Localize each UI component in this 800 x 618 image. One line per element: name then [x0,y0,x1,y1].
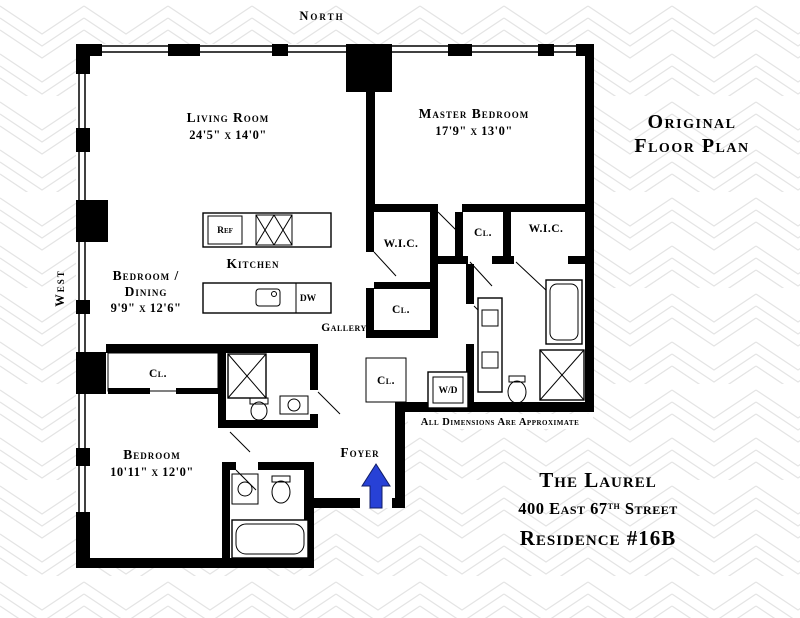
ref-label: Ref [217,226,233,236]
plan-interior [76,44,594,568]
master-bedroom-dims: 17'9" x 13'0" [435,124,513,138]
cl-gallery-label: Cl. [392,304,410,316]
toilet1-tank [249,397,269,405]
closet-boxes [107,352,469,409]
bathroom1-fixtures [227,353,309,421]
footnote-backing [408,414,593,429]
kitchen-sink [255,288,281,307]
sink1-counter [279,395,309,415]
bathroom2-fixtures [231,473,309,559]
kitchen-lower-counter [202,282,332,314]
bathtub2 [231,519,309,559]
wic-gallery-label: W.I.C. [384,238,419,250]
door-swing-lines [229,211,549,491]
kitchen-fixtures [202,212,332,314]
wic-master-label: W.I.C. [529,223,564,235]
cl-foyer-label: Cl. [377,375,395,387]
master-bath-fixtures [477,279,585,404]
bedroom-name: Bedroom [123,447,181,462]
master-bedroom-name: Master Bedroom [419,106,530,121]
labels-layer: North West Living Room 24'5" x 14'0" Mas… [53,9,749,550]
entry-arrow [361,463,391,509]
building-address: 400 East 67th Street [518,499,677,518]
bathtub2-inner [235,523,305,555]
toilet2-tank [271,475,291,483]
toilet1-bowl [250,401,268,421]
residence-number: Residence #16B [520,526,677,550]
bedroom-dims: 10'11" x 12'0" [110,465,194,479]
master-toilet-bowl [507,380,527,404]
kitchen-upper-counter [202,212,332,248]
sink1-basin [287,398,301,412]
walls-layer [76,44,594,568]
building-name: The Laurel [539,468,656,492]
master-tub [545,279,583,345]
cl-master-label: Cl. [474,227,492,239]
west-label: West [53,269,67,307]
washer-dryer-inner [432,376,464,404]
kitchen-name: Kitchen [226,256,279,271]
address-suffix: Street [620,499,677,518]
master-basin-1 [481,309,499,327]
north-label: North [299,9,344,23]
bedroom-closet-box [107,352,219,392]
master-toilet-tank [508,375,526,383]
washer-dryer-box [427,371,469,409]
gallery-name: Gallery [321,322,367,334]
living-room-name: Living Room [187,110,270,125]
cl-bedroom-label: Cl. [149,368,167,380]
toilet2-bowl [271,480,291,504]
address-main: 400 East 67 [518,499,607,518]
wd-label: W/D [439,386,458,396]
master-tub-inner [549,283,579,341]
bedroom-dining-dims: 9'9" x 12'6" [111,301,182,315]
plan-header-line1: Original [647,111,736,133]
sink2-basin [237,481,253,497]
master-basin-2 [481,351,499,369]
dimensions-footnote: All Dimensions Are Approximate [421,417,580,428]
foyer-name: Foyer [340,445,379,460]
sink2-counter [231,473,259,505]
address-ordinal: th [608,500,621,512]
bedroom-dining-name-1: Bedroom / [113,268,180,283]
bedroom-dining-name-2: Dining [125,284,168,299]
refrigerator [207,215,243,245]
living-room-dims: 24'5" x 14'0" [189,128,267,142]
plan-header-line2: Floor Plan [634,135,749,157]
foyer-closet-box [365,357,407,403]
kitchen-faucet [271,291,277,297]
dw-label: DW [300,294,317,304]
